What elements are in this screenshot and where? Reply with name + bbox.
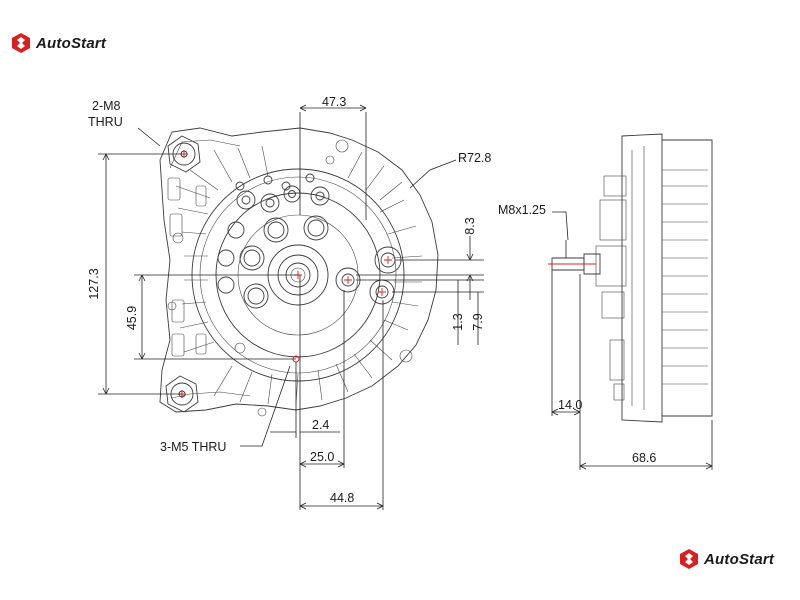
bolt-top-label: 2-M8	[92, 99, 121, 113]
front-dimensions	[98, 104, 484, 510]
dim-47-3: 47.3	[322, 95, 346, 109]
bolt-top-sublabel: THRU	[88, 115, 123, 129]
dim-8-3: 8.3	[463, 217, 477, 234]
radius-label: R72.8	[458, 151, 491, 165]
thread-label: M8x1.25	[498, 203, 546, 217]
dim-25-0: 25.0	[310, 450, 334, 464]
brand-logo-bottom: AutoStart	[678, 548, 774, 570]
brand-name-bottom: AutoStart	[704, 550, 775, 568]
brand-logo-top: AutoStart	[10, 32, 106, 54]
dim-45-9: 45.9	[125, 306, 139, 330]
side-view	[548, 133, 713, 470]
brand-name-top: AutoStart	[36, 34, 107, 52]
dim-1-3: 1.3	[451, 313, 465, 330]
dim-68-6: 68.6	[632, 451, 656, 465]
front-view	[159, 127, 439, 417]
dim-2-4: 2.4	[312, 418, 329, 432]
holes-bottom-label: 3-M5 THRU	[160, 440, 226, 454]
dim-7-9: 7.9	[471, 313, 485, 330]
dim-127-3: 127.3	[87, 268, 101, 299]
autostart-logo-icon	[12, 33, 30, 53]
autostart-logo-icon	[680, 549, 698, 569]
dim-14-0: 14.0	[558, 398, 582, 412]
dim-44-8: 44.8	[330, 491, 354, 505]
